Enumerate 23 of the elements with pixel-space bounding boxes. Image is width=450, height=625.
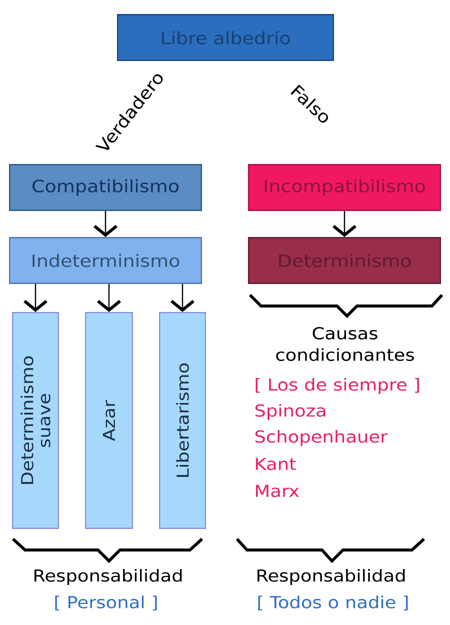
process-box: Libre albedrío xyxy=(117,14,334,61)
process-box: Determinismo xyxy=(248,237,441,284)
arrow xyxy=(332,211,356,237)
list-item: Kant xyxy=(256,458,296,470)
list-item: Marx xyxy=(256,484,299,498)
column-box: Azar xyxy=(85,312,133,529)
arrow xyxy=(97,284,121,312)
list-item: [ Los de siempre ] xyxy=(256,378,419,394)
note-text: [ Personal ] xyxy=(55,596,157,610)
list-item: Schopenhauer xyxy=(255,430,388,446)
process-box: Incompatibilismo xyxy=(248,164,441,211)
arrow xyxy=(170,284,194,312)
process-box: Indeterminismo xyxy=(9,237,202,284)
column-box: Determinismo suave xyxy=(12,312,59,529)
heading-text: Responsabilidad xyxy=(258,569,405,585)
process-box: Compatibilismo xyxy=(9,164,202,211)
list-item: Spinoza xyxy=(255,404,326,420)
heading-text: Responsabilidad xyxy=(34,569,182,585)
arrow xyxy=(24,284,48,312)
column-box: Libertarismo xyxy=(159,312,206,529)
note-text: [ Todos o nadie ] xyxy=(258,596,408,610)
arrow xyxy=(94,211,118,237)
heading-text: Causas condicionantes xyxy=(276,327,414,361)
